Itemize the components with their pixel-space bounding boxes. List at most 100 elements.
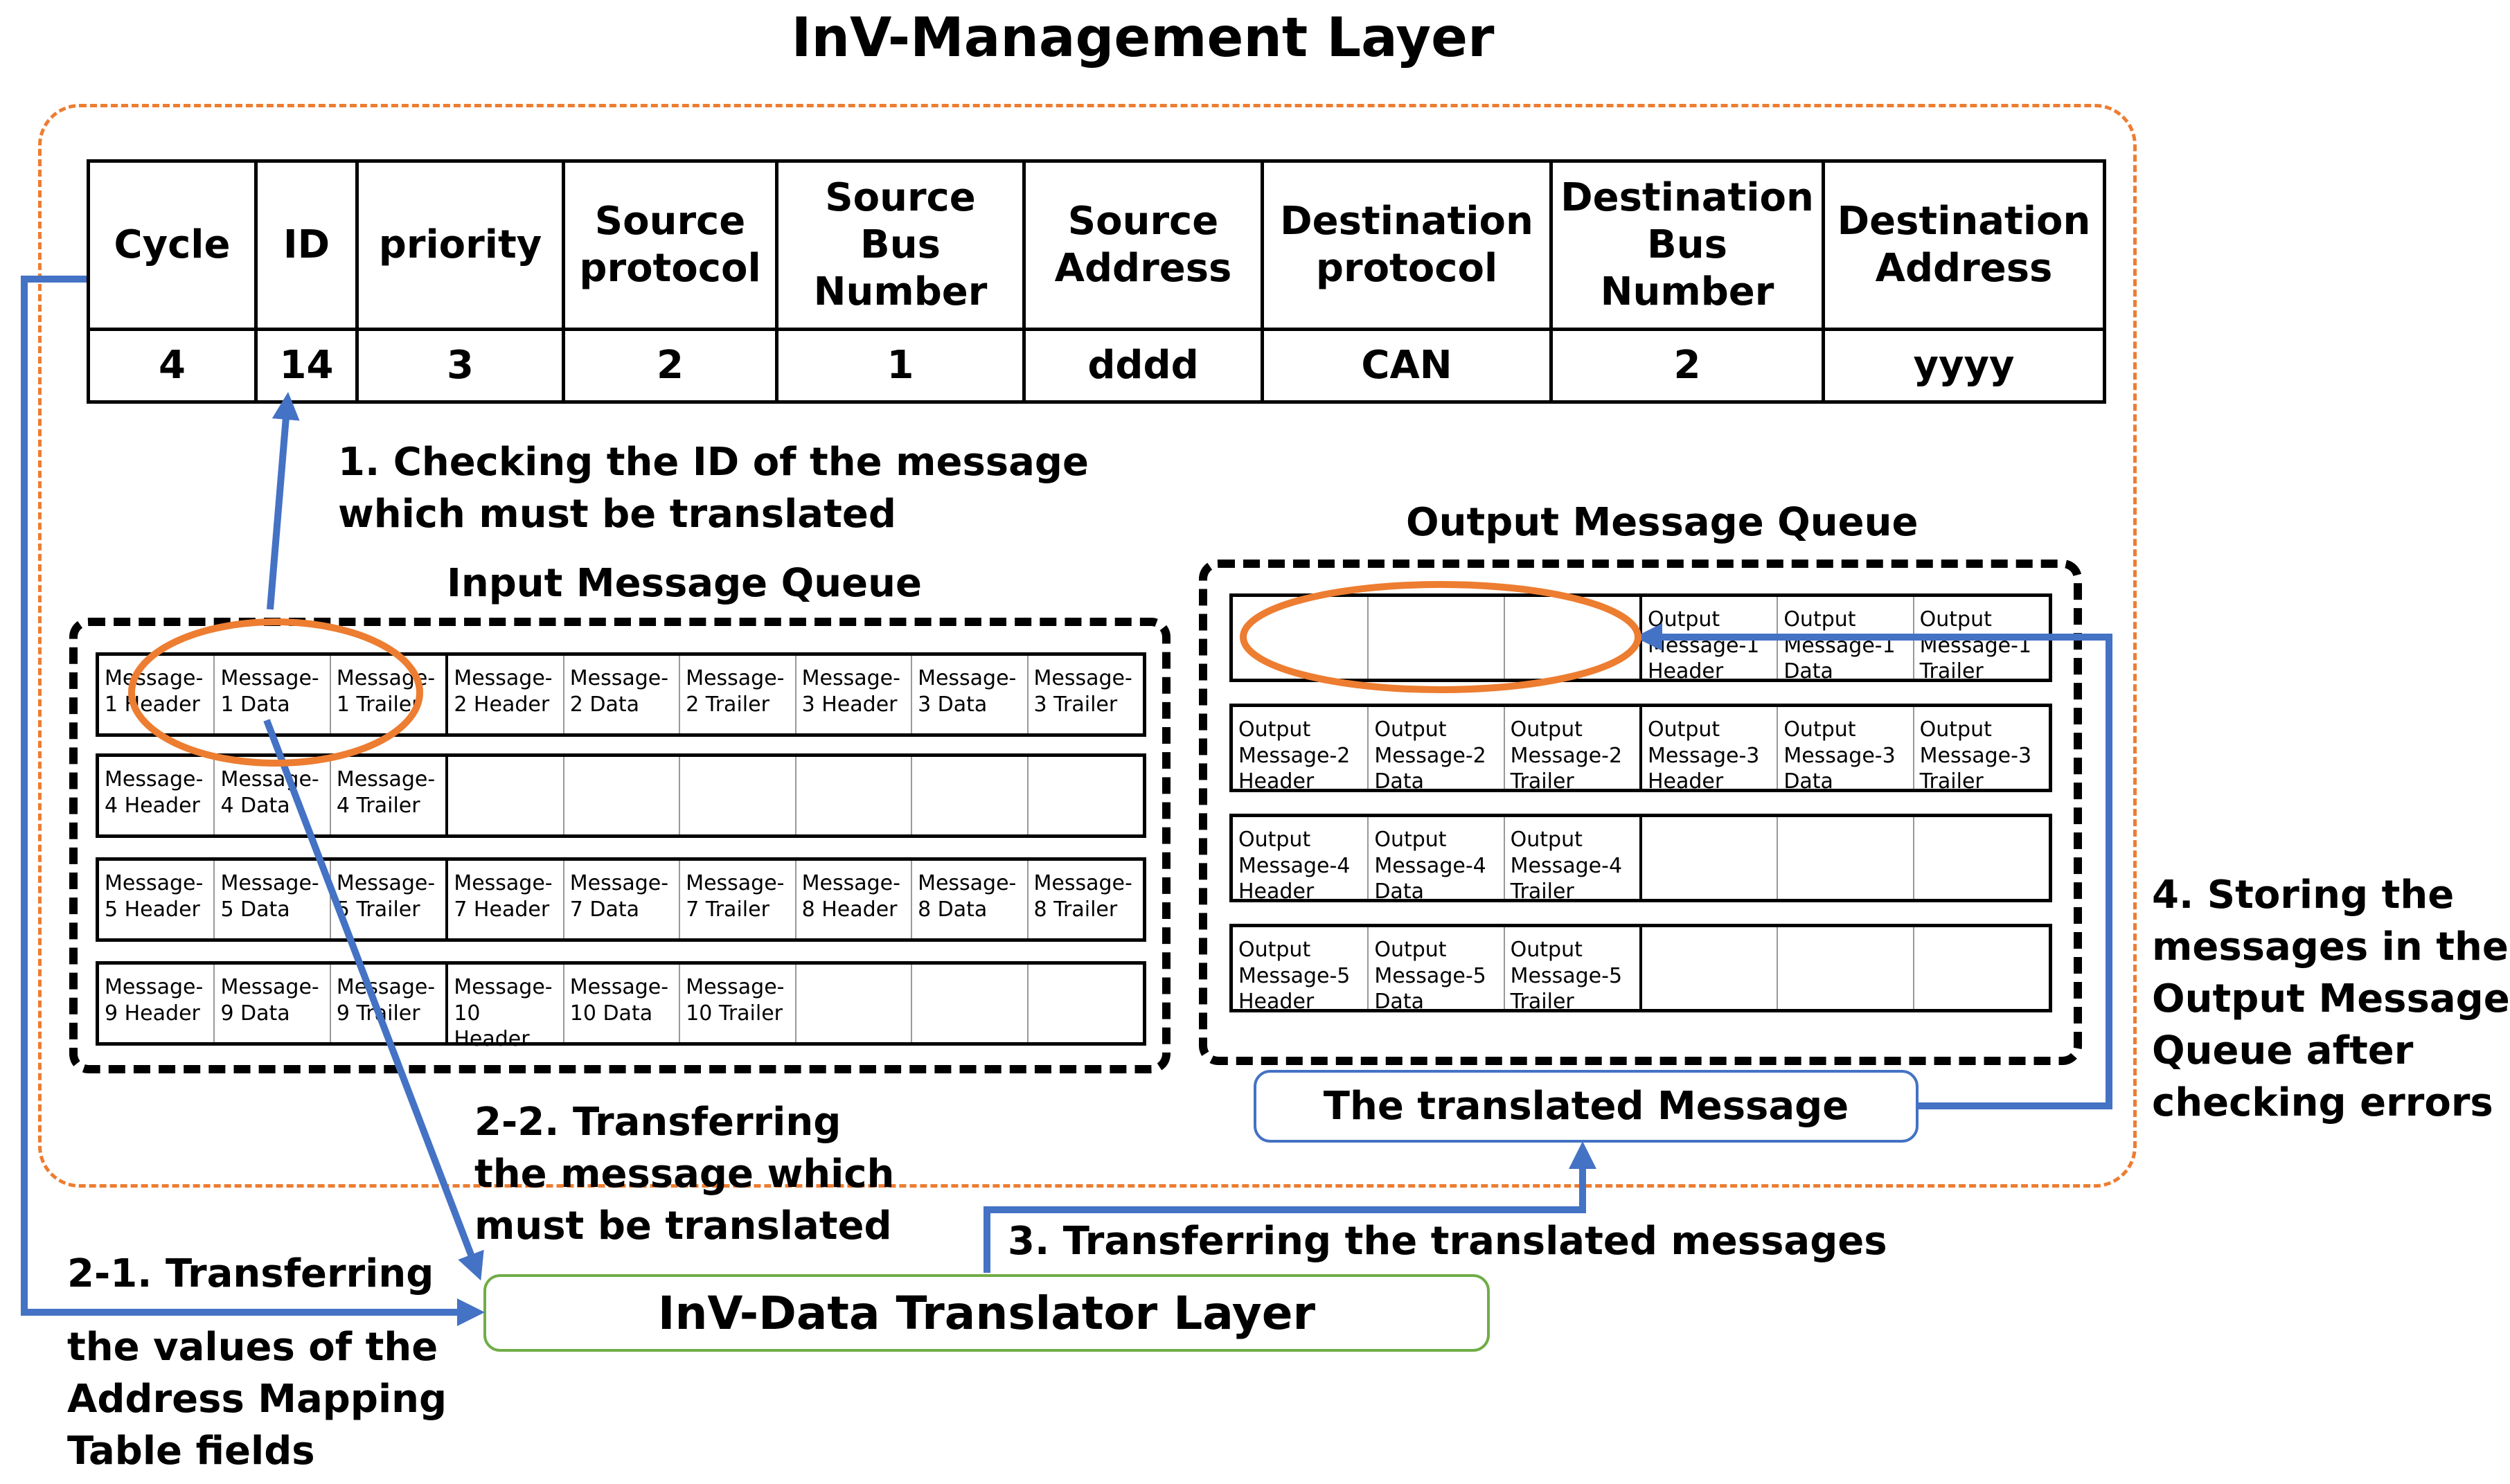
step2-2-label: 2-2. Transferring the message which must… — [474, 1100, 895, 1249]
output-queue-cell — [1642, 927, 1779, 1009]
input-queue-cell: Message- 2 Data — [564, 656, 681, 733]
mapping-table-value-row: 4 14 3 2 1 dddd CAN 2 yyyy — [87, 328, 2106, 404]
input-queue-cell: Message- 3 Header — [796, 656, 913, 733]
header-text: Destination Address — [1837, 198, 2091, 291]
step4-label: 4. Storing the messages in the Output Me… — [2152, 873, 2510, 1126]
input-queue-cell: Message- 3 Data — [912, 656, 1029, 733]
input-queue-cell: Message- 7 Data — [564, 861, 681, 938]
output-queue-cell: Output Message-5 Header — [1233, 927, 1369, 1014]
header-cell: Destination protocol — [1261, 159, 1553, 331]
input-queue-cell — [1029, 757, 1143, 834]
input-queue-cell: Message- 1 Data — [215, 656, 331, 733]
output-queue-cell: Output Message-3 Trailer — [1919, 717, 2032, 794]
output-queue-cell — [1778, 927, 1914, 1009]
input-queue-cell: Message- 8 Header — [796, 861, 913, 938]
input-queue-cell: Message- 9 Trailer — [331, 965, 449, 1042]
input-queue-cell: Message- 4 Data — [215, 757, 331, 834]
header-text: Cycle — [114, 222, 231, 267]
header-text: Source Bus Number — [813, 175, 988, 315]
step1-label: 1. Checking the ID of the message which … — [338, 440, 1089, 537]
header-cell: ID — [254, 159, 359, 331]
output-queue-cell: Output Message-5 Trailer — [1505, 927, 1642, 1014]
output-queue-cell: Output Message-2 Header — [1233, 707, 1369, 794]
value-cell: 14 — [254, 328, 359, 404]
output-queue-cell: Output Message-1 Header — [1642, 597, 1779, 683]
input-queue-cell — [912, 965, 1029, 1042]
header-cell: Source protocol — [562, 159, 778, 331]
input-queue-cell: Message- 3 Trailer — [1033, 666, 1132, 717]
output-queue-cell — [1505, 597, 1642, 679]
value-cell: CAN — [1261, 328, 1553, 404]
input-queue-cell — [796, 965, 913, 1042]
input-queue-cell — [912, 757, 1029, 834]
value-cell: 3 — [355, 328, 565, 404]
header-text: Destination protocol — [1280, 198, 1533, 291]
input-queue-cell: Message- 4 Trailer — [331, 757, 449, 834]
value-cell: 4 — [87, 328, 258, 404]
input-queue-cell: Message- 10 Header — [448, 965, 564, 1051]
output-queue-cell: Output Message-5 Data — [1369, 927, 1505, 1014]
input-queue-cell: Message- 1 Trailer — [331, 656, 449, 733]
value-cell: 1 — [775, 328, 1026, 404]
header-cell: priority — [355, 159, 565, 331]
header-cell: Destination Bus Number — [1549, 159, 1825, 331]
input-queue-cell — [680, 757, 796, 834]
input-queue-cell: Message- 8 Data — [912, 861, 1029, 938]
value-cell: yyyy — [1822, 328, 2106, 404]
input-queue-cell: Message- 4 Header — [99, 757, 215, 834]
input-queue-cell — [796, 757, 913, 834]
input-queue-cell: Message- 10 Data — [564, 965, 681, 1042]
input-queue-cell: Message- 9 Header — [99, 965, 215, 1042]
step2-1-label: 2-1. Transferring — [67, 1251, 434, 1296]
header-text: Destination Bus Number — [1560, 175, 1814, 315]
output-queue-cell — [1778, 817, 1914, 899]
header-text: Source protocol — [579, 198, 761, 291]
input-queue-cell: Message- 9 Data — [215, 965, 331, 1042]
step2-1-continuation: the values of the Address Mapping Table … — [67, 1325, 447, 1474]
output-queue-cell: Output Message-1 Trailer — [1919, 607, 2032, 683]
step3-label: 3. Transferring the translated messages — [1008, 1219, 1887, 1264]
output-queue-cell: Output Message-4 Trailer — [1505, 817, 1642, 904]
input-queue-cell — [564, 757, 681, 834]
output-queue-cell: Output Message-3 Data — [1778, 707, 1914, 794]
output-queue-cell: Output Message-3 Header — [1642, 707, 1779, 794]
address-mapping-table: Cycle ID priority Source protocol Source… — [87, 159, 2106, 404]
value-cell: 2 — [562, 328, 778, 404]
header-text: ID — [283, 222, 330, 267]
output-queue-cell: Output Message-4 Data — [1369, 817, 1505, 904]
value-cell: 2 — [1549, 328, 1825, 404]
mapping-table-header-row: Cycle ID priority Source protocol Source… — [87, 159, 2106, 331]
input-queue-cell: Message- 5 Header — [99, 861, 215, 938]
output-queue-cell: Output Message-2 Trailer — [1505, 707, 1642, 794]
output-queue-label: Output Message Queue — [1406, 500, 1919, 545]
input-queue-cell — [1029, 965, 1143, 1042]
input-queue-cell: Message- 2 Trailer — [680, 656, 796, 733]
output-queue-cell — [1914, 817, 2049, 899]
header-cell: Source Address — [1022, 159, 1264, 331]
input-queue-cell: Message- 8 Trailer — [1033, 871, 1132, 922]
input-queue-cell — [448, 757, 564, 834]
output-queue-cell — [1914, 927, 2049, 1009]
header-cell: Destination Address — [1822, 159, 2106, 331]
input-queue-cell: Message- 7 Header — [448, 861, 564, 938]
diagram-title: InV-Management Layer — [791, 7, 1495, 69]
input-queue-cell: Message- 5 Trailer — [331, 861, 449, 938]
output-queue-cell: Output Message-1 Data — [1778, 597, 1914, 683]
output-queue-cell: Output Message-2 Data — [1369, 707, 1505, 794]
input-queue-cell: Message- 10 Trailer — [680, 965, 796, 1042]
output-queue-cell — [1233, 597, 1369, 679]
header-text: Source Address — [1054, 198, 1232, 291]
output-queue-cell — [1369, 597, 1505, 679]
output-queue-cell: Output Message-4 Header — [1233, 817, 1369, 904]
translator-layer-box: InV-Data Translator Layer — [483, 1274, 1490, 1352]
output-queue-cell — [1642, 817, 1779, 899]
input-queue-label: Input Message Queue — [447, 561, 922, 606]
header-text: priority — [378, 222, 542, 267]
